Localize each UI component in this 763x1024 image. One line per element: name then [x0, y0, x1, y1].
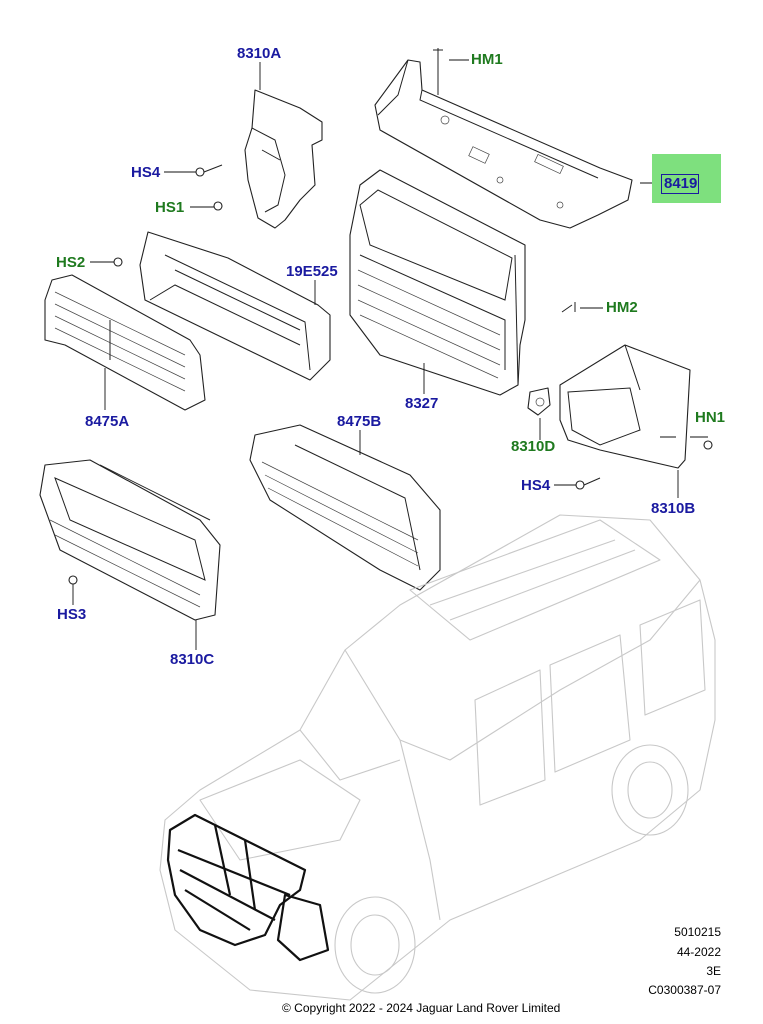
fastener-hm1 [433, 48, 443, 62]
callout-HM2[interactable]: HM2 [606, 299, 638, 316]
fastener-hn1 [703, 440, 713, 450]
callout-HS2[interactable]: HS2 [56, 254, 86, 271]
callout-8419[interactable]: 8419 [664, 175, 698, 192]
callout-8327[interactable]: 8327 [405, 395, 439, 412]
fastener-hm2 [561, 302, 576, 313]
diagram-meta-4: C0300387-07 [648, 983, 721, 997]
fastener-hs1 [213, 201, 223, 211]
callout-HS3[interactable]: HS3 [57, 606, 87, 623]
diagram-meta-2: 44-2022 [676, 945, 721, 959]
vehicle-silhouette [159, 514, 716, 1001]
part-8310C-grille [39, 459, 221, 621]
callout-HN1[interactable]: HN1 [695, 409, 726, 426]
highlight-8419-box [661, 174, 699, 194]
callout-19E525[interactable]: 19E525 [286, 263, 338, 280]
callout-HS1[interactable]: HS1 [155, 199, 185, 216]
leader-lines [72, 59, 708, 650]
part-8310A-deflector [244, 89, 323, 229]
part-8419-upper-panel [374, 59, 633, 229]
copyright-notice: © Copyright 2022 - 2024 Jaguar Land Rove… [282, 1001, 561, 1015]
part-8327-frame [349, 169, 526, 396]
part-19E525-air-guide [139, 231, 331, 381]
part-8310D-bracket [527, 387, 551, 416]
fastener-hs3 [68, 575, 78, 585]
callout-8310B[interactable]: 8310B [651, 500, 696, 517]
callout-8475B[interactable]: 8475B [337, 413, 382, 430]
callout-8310A[interactable]: 8310A [237, 45, 282, 62]
callout-HM1[interactable]: HM1 [471, 51, 503, 68]
callout-8310D[interactable]: 8310D [511, 438, 556, 455]
part-8475B-shutter [249, 424, 441, 591]
callout-HS4-bottom[interactable]: HS4 [521, 477, 551, 494]
diagram-meta-3: 3E [706, 964, 721, 978]
fastener-hs4-top [195, 167, 205, 177]
highlight-8419 [652, 154, 721, 203]
diagram-meta-1: 5010215 [674, 925, 721, 939]
callout-8475A[interactable]: 8475A [85, 413, 130, 430]
fastener-hs4-bottom [575, 480, 585, 490]
callout-HS4-top[interactable]: HS4 [131, 164, 161, 181]
fastener-hs2 [113, 257, 123, 267]
callout-8310C[interactable]: 8310C [170, 651, 215, 668]
part-8475A-shutter [44, 274, 206, 411]
part-8310B-deflector [559, 344, 691, 469]
